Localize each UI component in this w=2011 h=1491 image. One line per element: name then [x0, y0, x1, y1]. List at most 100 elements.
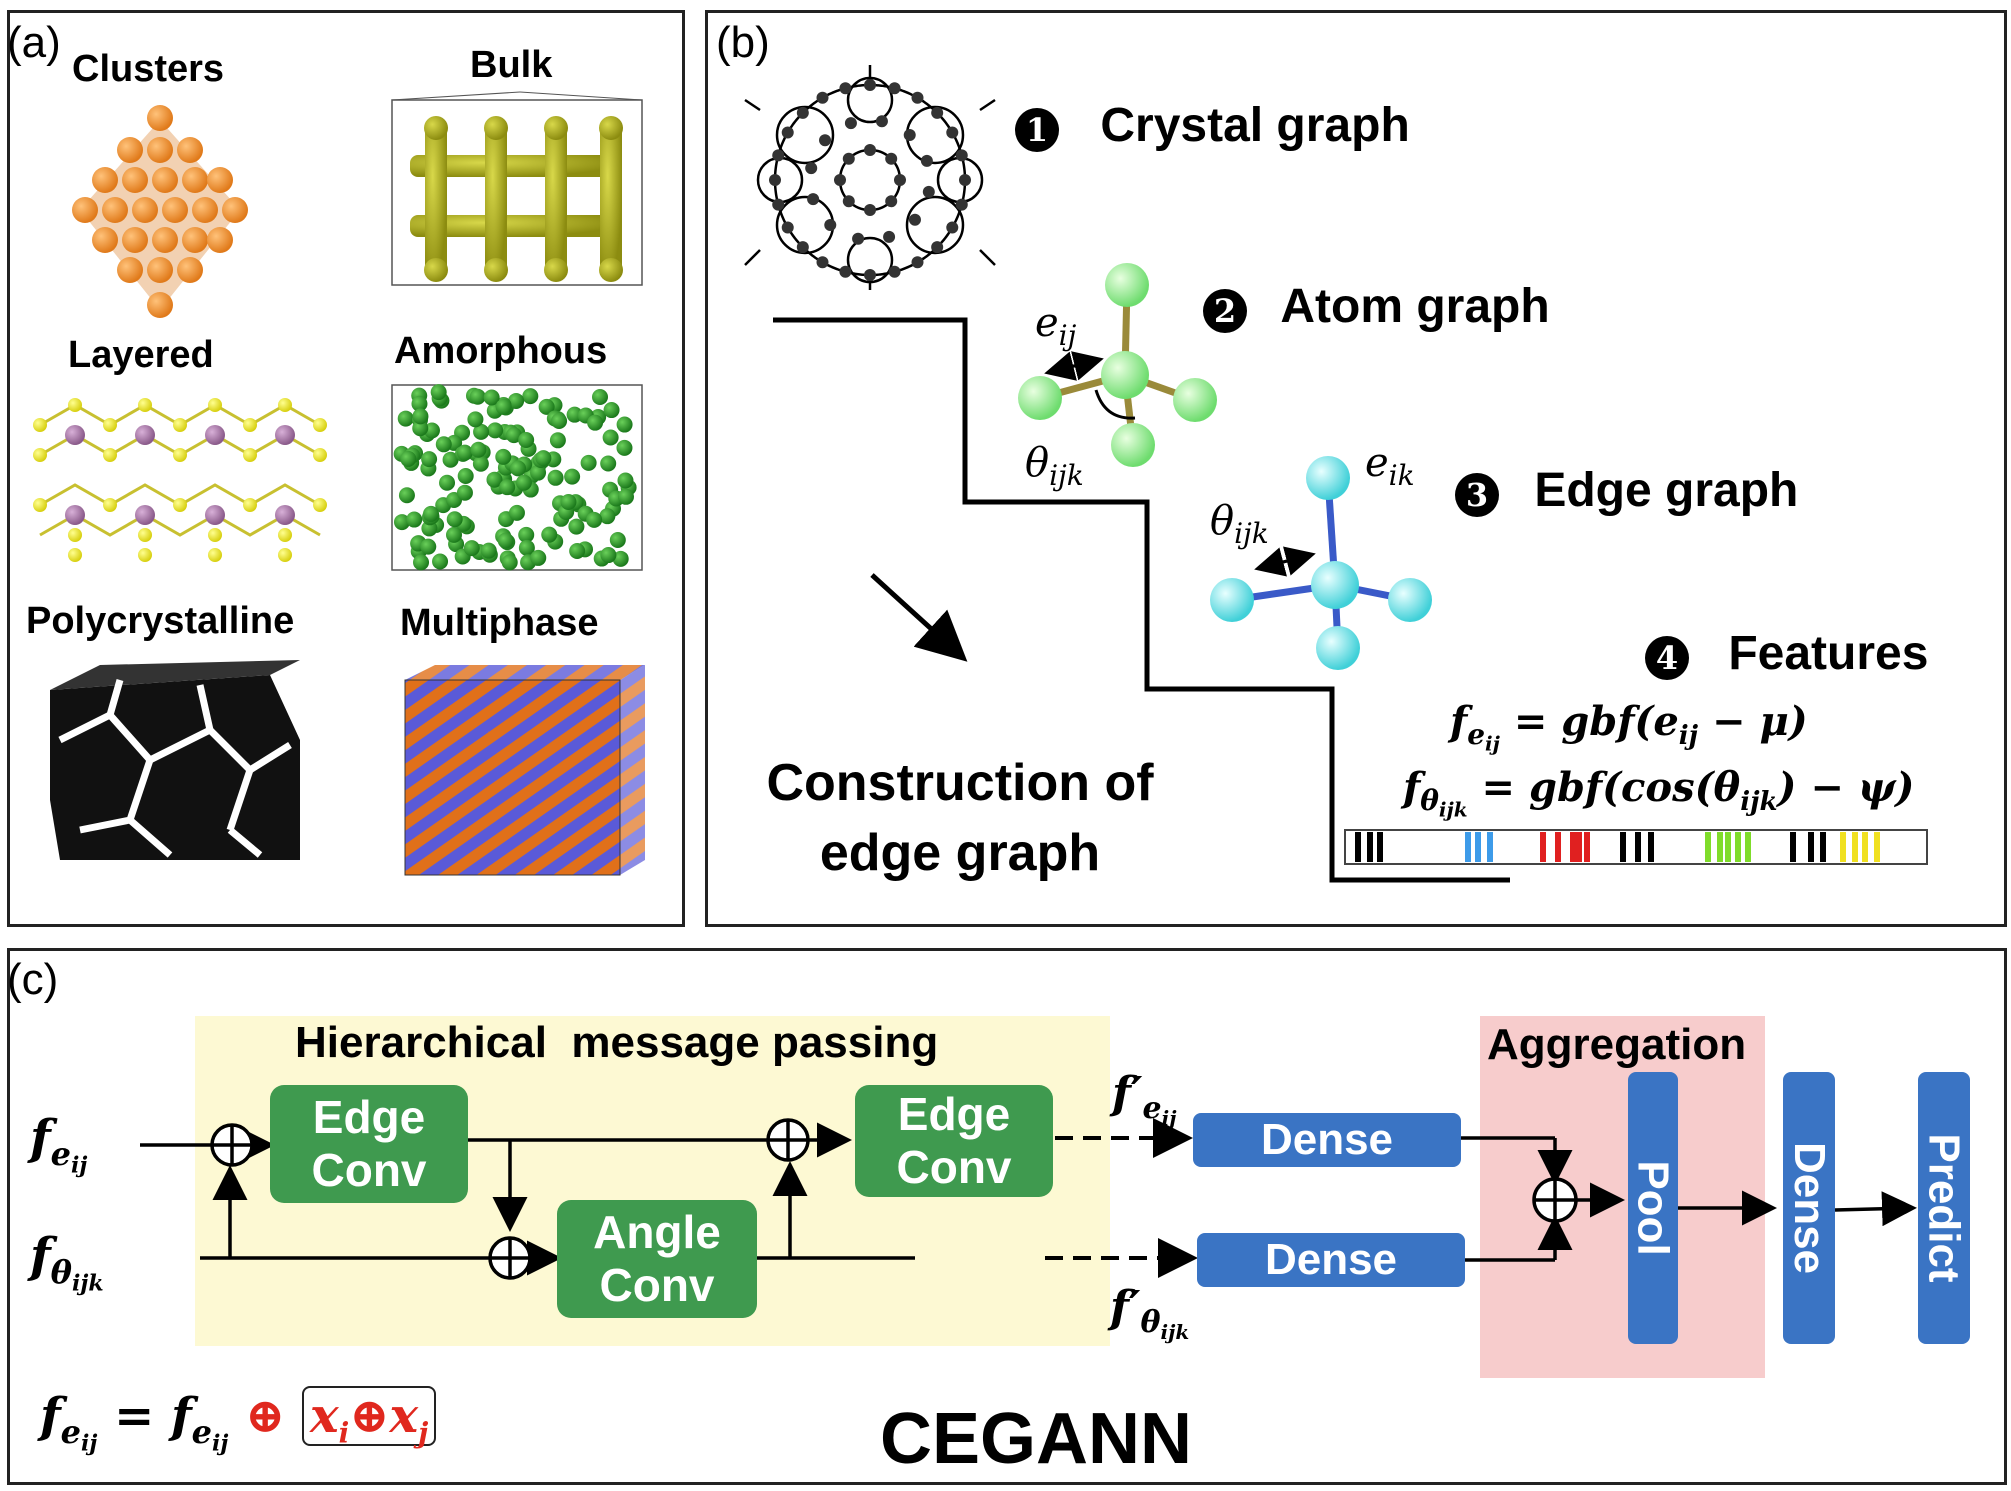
multiphase-structure	[404, 665, 645, 876]
crystal-atom	[839, 265, 852, 278]
crystal-atom	[864, 79, 876, 91]
amorphous-atom	[568, 518, 585, 535]
amorphous-atom	[612, 550, 629, 567]
feature-stripe	[1862, 832, 1868, 862]
amorphous-atom	[515, 474, 532, 491]
amorphous-atom	[499, 479, 516, 496]
amorphous-atom	[599, 508, 616, 525]
amorphous-atom	[508, 504, 525, 521]
crystal-atom	[864, 144, 876, 156]
step-2-label: Atom graph	[1280, 280, 1550, 333]
amorphous-atom	[609, 531, 626, 548]
atom-graph-molecule	[1018, 263, 1217, 467]
amorphous-atom	[617, 488, 634, 505]
cluster-structure	[72, 105, 248, 318]
feature-stripe	[1745, 832, 1751, 862]
input-edge-feature: feij	[30, 1110, 88, 1178]
amorphous-atom	[400, 450, 417, 467]
amorphous-atom	[457, 467, 474, 484]
feature-stripe	[1487, 832, 1493, 862]
amorphous-atom	[505, 427, 522, 444]
feature-stripe	[1648, 832, 1654, 862]
amorphous-atom	[435, 436, 452, 453]
formula-edge: feij = gbf(eij − μ)	[1450, 698, 1808, 756]
label-polycrystalline: Polycrystalline	[26, 600, 295, 642]
label-layered: Layered	[68, 334, 214, 376]
amorphous-atom	[501, 554, 518, 571]
feature-stripe	[1808, 832, 1814, 862]
formula-angle: fθijk = gbf(cos(θijk) − ψ)	[1403, 764, 1915, 822]
amorphous-atom	[393, 514, 410, 531]
dashed-lines	[1045, 1118, 1198, 1278]
amorphous-atom	[456, 484, 473, 501]
crystal-atom	[885, 152, 898, 165]
aggregation-title: Aggregation	[1487, 1020, 1747, 1069]
aggregation-background	[1480, 1016, 1765, 1378]
step-3-label: Edge graph	[1534, 464, 1799, 517]
amorphous-atom	[483, 389, 500, 406]
crystal-atom	[819, 134, 832, 147]
label-multiphase: Multiphase	[400, 602, 599, 644]
feature-stripe	[1584, 832, 1590, 862]
amorphous-atom	[600, 547, 617, 564]
dense-edge: Dense	[1193, 1113, 1461, 1167]
feature-stripe	[1735, 832, 1741, 862]
amorphous-atom	[397, 410, 414, 427]
amorphous-atom	[412, 408, 429, 425]
output-angle-feature: f′θijk	[1110, 1282, 1190, 1344]
amorphous-atom	[473, 423, 490, 440]
construction-line-1: Construction of	[766, 754, 1154, 812]
crystal-atom	[772, 198, 785, 211]
amorphous-atom	[569, 543, 586, 560]
feature-bar	[1344, 829, 1928, 865]
amorphous-atom	[398, 487, 415, 504]
crystal-atom	[807, 193, 820, 206]
amorphous-atom	[518, 431, 535, 448]
crystal-atom	[772, 149, 785, 162]
crystal-atom	[781, 221, 794, 234]
crystal-atom	[888, 265, 901, 278]
amorphous-atom	[510, 460, 527, 477]
crystal-atom	[931, 106, 944, 119]
feature-stripe	[1852, 832, 1858, 862]
crystal-atom	[864, 204, 876, 216]
amorphous-atom	[587, 414, 604, 431]
amorphous-atom	[446, 511, 463, 528]
crystal-atom	[946, 126, 959, 139]
panel-a-label: (a)	[7, 18, 61, 67]
amorphous-atom	[535, 450, 552, 467]
amorphous-atom	[487, 422, 504, 439]
amorphous-atom	[470, 441, 487, 458]
step-2: 2 Atom graph	[1203, 279, 1550, 334]
amorphous-atom	[446, 526, 463, 543]
feature-stripe	[1377, 832, 1383, 862]
amorphous-atom	[617, 472, 634, 489]
crystal-atom	[911, 91, 924, 104]
crystal-atom	[883, 230, 896, 243]
edge-update-equation: feij = feij ⊕ xi⊕xj	[40, 1386, 437, 1456]
step-4-number: 4	[1645, 636, 1689, 680]
crystal-atom	[824, 218, 837, 231]
feature-stripe	[1874, 832, 1880, 862]
crystal-graph	[744, 65, 996, 290]
step-4: 4 Features	[1645, 626, 1928, 681]
amorphous-atom	[432, 553, 449, 570]
crystal-atom	[888, 82, 901, 95]
crystal-atom	[955, 198, 968, 211]
atom-angle-label: θijk	[1025, 440, 1084, 492]
crystal-atom	[796, 241, 809, 254]
amorphous-atom	[603, 402, 620, 419]
construction-arrow	[870, 573, 968, 662]
label-bulk: Bulk	[470, 44, 553, 86]
amorphous-atom	[592, 388, 609, 405]
amorphous-atom	[469, 388, 486, 405]
crystal-atom	[908, 213, 921, 226]
crystal-atom	[834, 174, 846, 186]
polycrystalline-structure	[50, 660, 300, 860]
amorphous-atom	[538, 398, 555, 415]
amorphous-atom	[480, 542, 497, 559]
amorphous-atom	[422, 505, 439, 522]
step-1-number: 1	[1015, 108, 1059, 152]
crystal-atom	[959, 174, 971, 186]
